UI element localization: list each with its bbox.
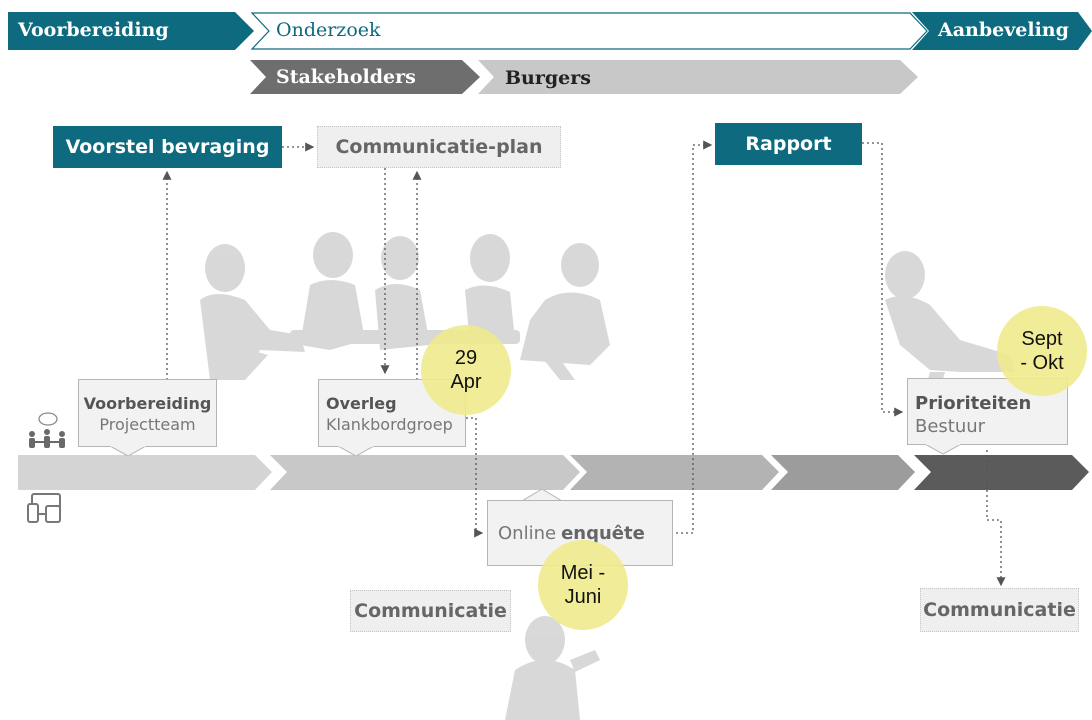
callout-prioriteiten-title: Prioriteiten <box>915 393 1032 414</box>
phase-label-voorbereiding: Voorbereiding <box>18 19 169 41</box>
callout-voorbereiding: Voorbereiding Projectteam <box>78 379 217 447</box>
phase-label-onderzoek: Onderzoek <box>276 19 381 41</box>
callout-voorbereiding-title: Voorbereiding <box>83 394 212 413</box>
timeline-segment-4 <box>771 455 915 490</box>
subphase-arrow-stakeholders <box>250 60 480 94</box>
box-communicatie-left: Communicatie <box>350 590 511 632</box>
callout-overleg-title: Overleg <box>326 394 397 413</box>
bubble-line: - Okt <box>1020 352 1064 374</box>
box-communicatie-plan: Communicatie-plan <box>317 126 561 168</box>
bubble-line: 29 <box>454 347 478 369</box>
callout-pointer <box>110 446 148 457</box>
phase-arrow-voorbereiding <box>8 12 254 50</box>
box-communicatie-right: Communicatie <box>920 588 1079 632</box>
subphase-label-burgers: Burgers <box>505 67 591 89</box>
people-meeting-icon <box>29 412 65 448</box>
devices-icon <box>27 493 61 523</box>
phase-arrow-onderzoek <box>250 12 928 50</box>
callout-enquete-prefix: Online <box>498 522 557 544</box>
bubble-line: Apr <box>450 371 482 393</box>
callout-enquete-bold: enquête <box>561 522 645 544</box>
date-bubble-mei-juni: Mei -Juni <box>538 540 628 630</box>
callout-overleg-sub: Klankbordgroep <box>326 415 453 434</box>
callout-prioriteiten-sub: Bestuur <box>915 416 986 437</box>
timeline-bar <box>18 455 1089 490</box>
box-rapport: Rapport <box>715 123 862 165</box>
callout-pointer <box>338 446 376 457</box>
timeline-segment-2 <box>270 455 580 490</box>
bubble-line: Mei - <box>560 562 606 584</box>
phase-label-aanbeveling: Aanbeveling <box>938 19 1069 41</box>
phase-arrow-aanbeveling <box>912 12 1092 50</box>
callout-pointer <box>925 444 963 455</box>
date-bubble-sept-okt: Sept- Okt <box>997 306 1087 396</box>
timeline-segment-3 <box>570 455 779 490</box>
bubble-line: Juni <box>564 586 602 608</box>
subphase-arrow-burgers <box>478 60 918 94</box>
bubble-line: Sept <box>1021 328 1063 350</box>
timeline-segment-1 <box>18 455 272 490</box>
callout-voorbereiding-sub: Projectteam <box>99 415 196 434</box>
box-voorstel-bevraging: Voorstel bevraging <box>53 126 282 168</box>
subphase-label-stakeholders: Stakeholders <box>276 66 416 88</box>
phase-arrows <box>8 12 1092 94</box>
timeline-segment-5 <box>914 455 1089 490</box>
